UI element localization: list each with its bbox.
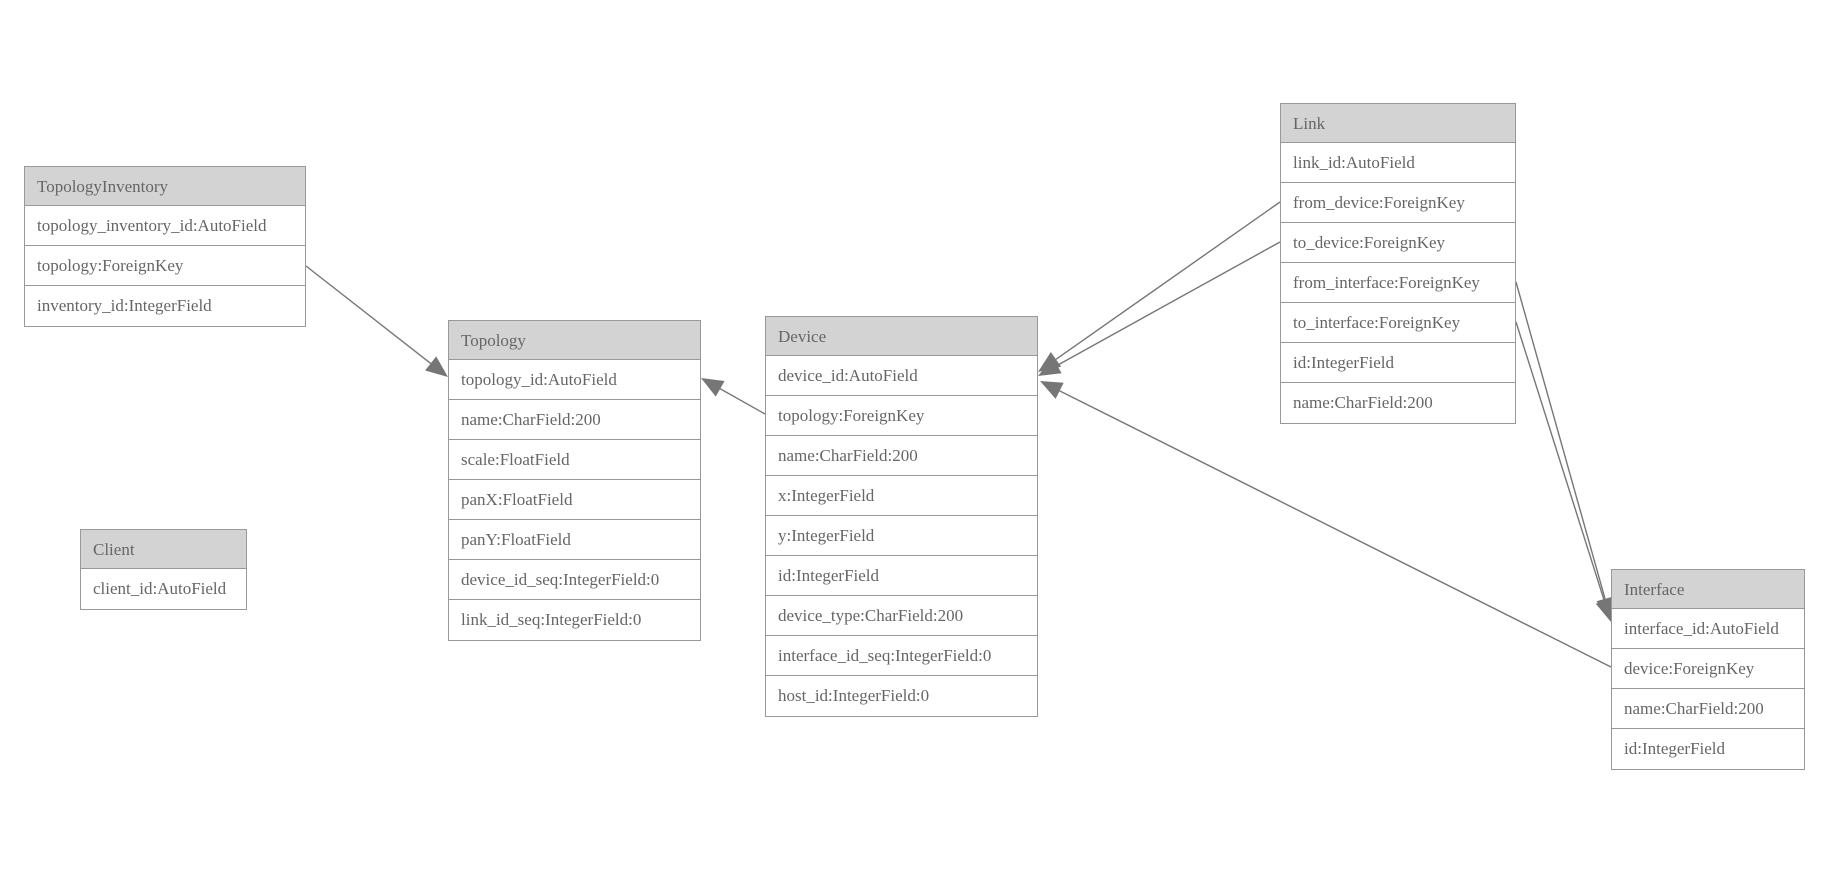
- entity-field[interactable]: y:IntegerField: [766, 516, 1037, 556]
- entity-field[interactable]: link_id_seq:IntegerField:0: [461, 610, 642, 629]
- entity-field[interactable]: topology_inventory_id:AutoField: [25, 206, 305, 246]
- entity-field[interactable]: id:IntegerField: [1281, 343, 1515, 383]
- entity-field[interactable]: scale:FloatField: [449, 440, 700, 480]
- rel-link-from-device: [1038, 201, 1281, 372]
- entity-field[interactable]: from_interface:ForeignKey: [1281, 263, 1515, 303]
- entity-client[interactable]: Client client_id:AutoField: [80, 529, 247, 610]
- entity-field[interactable]: device_id:AutoField: [766, 356, 1037, 396]
- rel-link-to-device: [1038, 241, 1281, 376]
- entity-field[interactable]: inventory_id:IntegerField: [37, 296, 212, 315]
- entity-title-topology_inventory: TopologyInventory: [25, 167, 305, 206]
- entity-field[interactable]: device_id_seq:IntegerField:0: [449, 560, 700, 600]
- entity-field[interactable]: x:IntegerField: [766, 476, 1037, 516]
- entity-field[interactable]: device_type:CharField:200: [766, 596, 1037, 636]
- rel-link-to-interface: [1515, 321, 1613, 622]
- entity-field[interactable]: id:IntegerField: [1624, 739, 1726, 758]
- entity-field[interactable]: client_id:AutoField: [93, 579, 227, 598]
- entity-field[interactable]: interface_id_seq:IntegerField:0: [766, 636, 1037, 676]
- entity-title-device: Device: [766, 317, 1037, 356]
- entity-title-client: Client: [81, 530, 246, 569]
- entity-field[interactable]: interface_id:AutoField: [1612, 609, 1804, 649]
- entity-field[interactable]: name:CharField:200: [1293, 393, 1433, 412]
- entity-field[interactable]: topology_id:AutoField: [449, 360, 700, 400]
- entity-title-topology: Topology: [449, 321, 700, 360]
- entity-field[interactable]: name:CharField:200: [449, 400, 700, 440]
- rel-device-topology: [701, 378, 766, 415]
- entity-title-interface: Interface: [1612, 570, 1804, 609]
- entity-field[interactable]: panY:FloatField: [449, 520, 700, 560]
- entity-field[interactable]: name:CharField:200: [1612, 689, 1804, 729]
- entity-field[interactable]: to_device:ForeignKey: [1281, 223, 1515, 263]
- entity-field[interactable]: link_id:AutoField: [1281, 143, 1515, 183]
- entity-field[interactable]: host_id:IntegerField:0: [778, 686, 930, 705]
- entity-field[interactable]: to_interface:ForeignKey: [1281, 303, 1515, 343]
- entity-field[interactable]: panX:FloatField: [449, 480, 700, 520]
- rel-topologyinventory-topology: [305, 265, 448, 377]
- entity-field[interactable]: name:CharField:200: [766, 436, 1037, 476]
- entity-field[interactable]: topology:ForeignKey: [766, 396, 1037, 436]
- entity-field[interactable]: topology:ForeignKey: [25, 246, 305, 286]
- rel-link-from-interface: [1515, 281, 1614, 620]
- entity-field[interactable]: device:ForeignKey: [1612, 649, 1804, 689]
- entity-field[interactable]: id:IntegerField: [766, 556, 1037, 596]
- entity-title-link: Link: [1281, 104, 1515, 143]
- entity-field[interactable]: from_device:ForeignKey: [1281, 183, 1515, 223]
